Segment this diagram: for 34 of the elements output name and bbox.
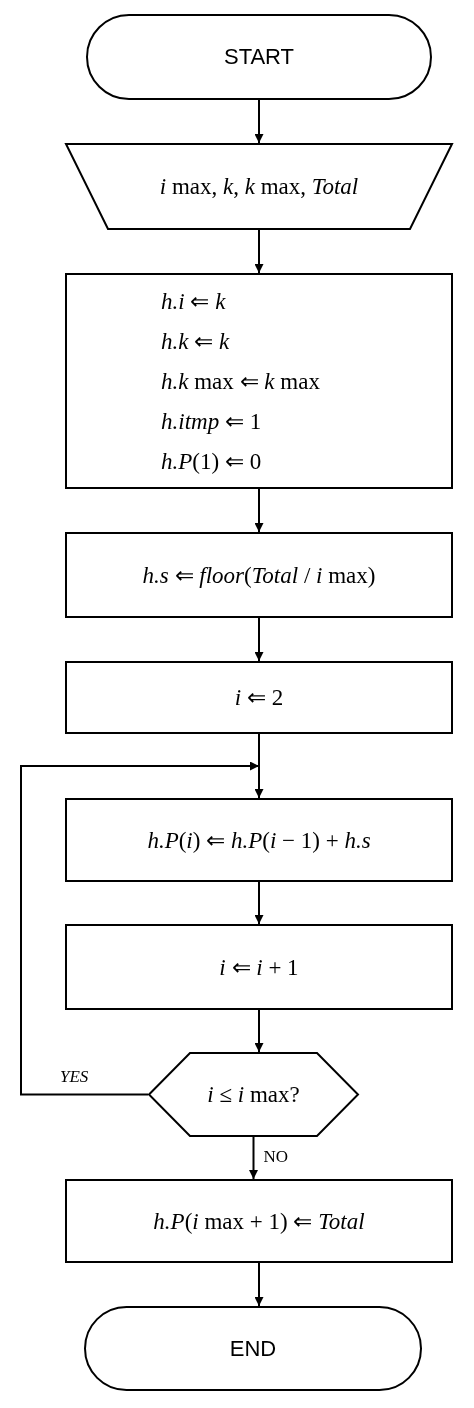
process-box [65,661,453,734]
process-box [65,798,453,882]
arrow [249,1136,258,1180]
formula-text: i ⇐ i + 1 [219,953,299,981]
process-box [65,532,453,618]
process-box [65,273,453,489]
arrow [254,488,264,533]
arrow [254,99,264,144]
formula-text: i ⇐ 2 [234,684,284,711]
arrow [254,1009,264,1053]
terminal-label: END [229,1335,277,1362]
arrow [254,733,264,799]
arrow [254,229,264,274]
arrow [20,761,260,1096]
formula-text: h.P(i max + 1) ⇐ Total [153,1207,365,1235]
terminal-shape [84,1306,422,1391]
process-box [65,1179,453,1263]
formula-text: h.k max ⇐ k max [161,367,320,395]
formula-text: h.itmp ⇐ 1 [161,407,262,435]
arrow [254,881,264,925]
process-box [65,924,453,1010]
formula-text: h.i ⇐ k [161,287,226,315]
formula-text: h.s ⇐ floor(Total / i max) [142,561,376,589]
arrow [254,617,264,662]
input-trapezoid [65,143,453,230]
formula-text: i ≤ i max? [207,1081,300,1108]
formula-text: h.P(i) ⇐ h.P(i − 1) + h.s [147,826,371,854]
formula-text: i max, k, k max, Total [159,173,359,200]
decision-hexagon [148,1052,359,1137]
terminal-label: START [223,44,295,70]
arrow [254,1262,264,1307]
formula-text: h.P(1) ⇐ 0 [161,447,262,475]
terminal-shape [86,14,432,100]
formula-text: h.k ⇐ k [161,327,230,355]
